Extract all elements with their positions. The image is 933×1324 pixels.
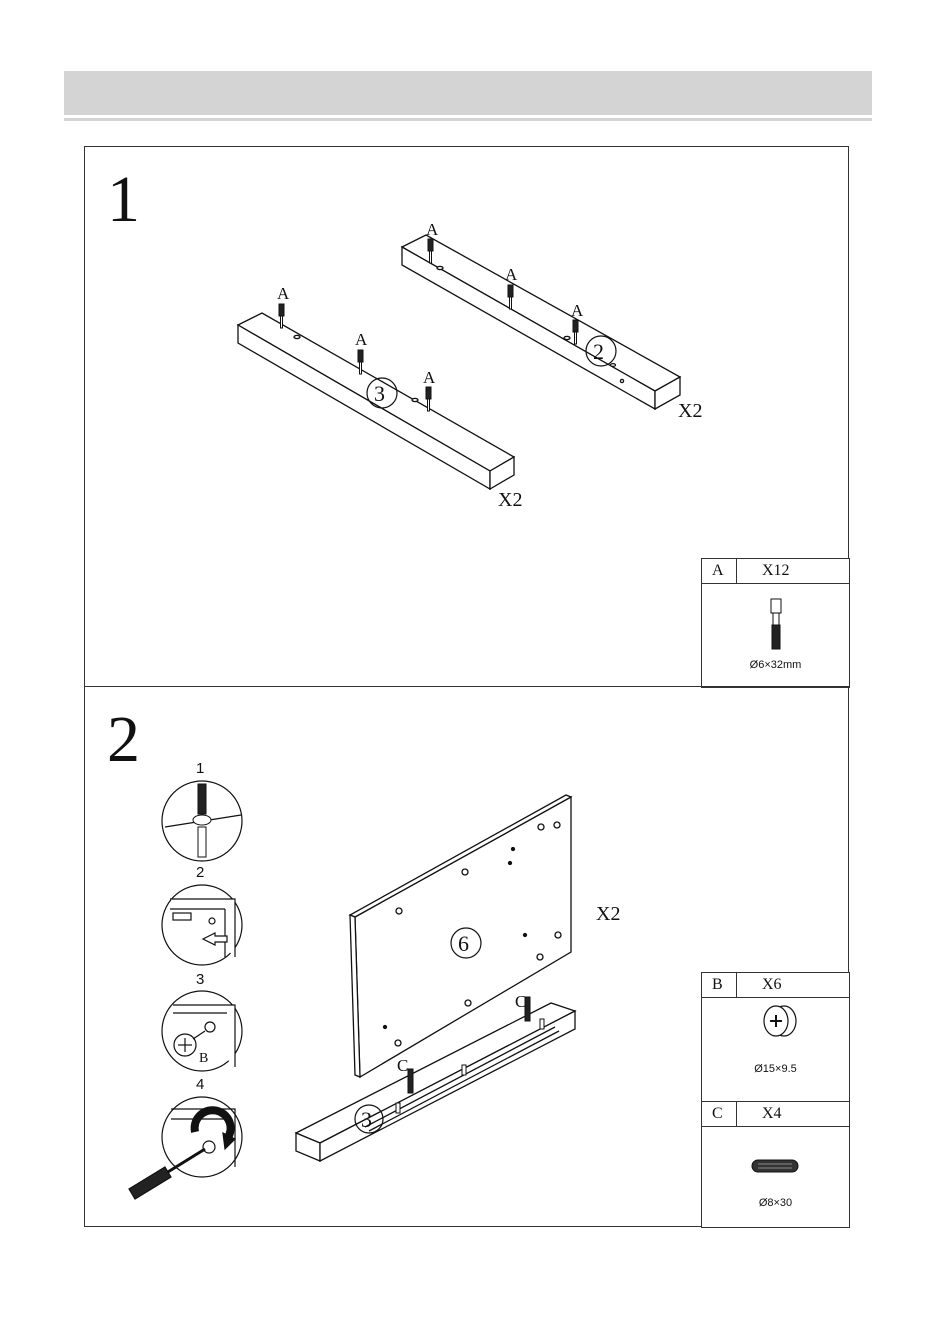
step-1-panel: 1 A A A (84, 146, 849, 687)
hardware-box-c: C X4 Ø8×30 (701, 1101, 850, 1228)
quantity-label: X2 (498, 489, 522, 511)
sub-step-number: 4 (196, 1076, 204, 1093)
bolt-label: A (355, 330, 368, 349)
part-number: 3 (374, 381, 385, 406)
bolt-label: A (423, 368, 436, 387)
hardware-box-a: A X12 Ø6×32mm (701, 558, 850, 688)
quantity-label: X2 (678, 400, 702, 422)
cam-lock-icon (702, 973, 851, 1103)
sub-step-number: 3 (196, 971, 204, 988)
header-bar (64, 71, 872, 115)
bolt-label: A (505, 265, 518, 284)
sub-step-number: 1 (196, 760, 204, 777)
part-number: 6 (458, 931, 469, 956)
part-number: 3 (361, 1107, 372, 1132)
dowel-label: C (515, 992, 526, 1011)
header-divider (64, 118, 872, 121)
hardware-spec: Ø8×30 (702, 1197, 849, 1209)
bolt-label: A (426, 220, 439, 239)
hardware-spec: Ø15×9.5 (702, 1063, 849, 1075)
bolt-label: A (571, 301, 584, 320)
bolt-label: A (277, 284, 290, 303)
quantity-label: X2 (596, 903, 620, 925)
dowel-label: C (397, 1056, 408, 1075)
hardware-box-b: B X6 Ø15×9.5 (701, 972, 850, 1102)
hardware-spec: Ø6×32mm (702, 659, 849, 671)
wood-dowel-icon (702, 1102, 851, 1229)
rail-part-2 (402, 235, 680, 409)
cam-lock-label: B (199, 1051, 208, 1066)
sub-step-number: 2 (196, 864, 204, 881)
step-2-panel: 2 1 2 3 4 (84, 686, 849, 1227)
part-number: 2 (593, 339, 604, 364)
